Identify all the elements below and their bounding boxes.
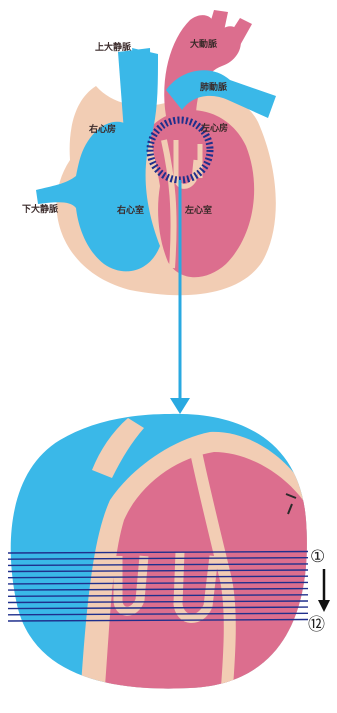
superior-vena-cava: [118, 48, 152, 132]
marker-first: ①: [310, 547, 325, 567]
marker-last: ⑫: [308, 615, 325, 635]
label-left-atrium: 左心房: [200, 122, 228, 134]
label-right-ventricle: 右心室: [116, 204, 144, 216]
label-superior-vena-cava: 上大静脈: [95, 41, 131, 53]
zoom-arrow-head: [170, 398, 190, 414]
heart-illustration: [36, 10, 276, 295]
order-arrow-head: [318, 600, 330, 612]
label-right-atrium: 右心房: [88, 123, 116, 135]
label-inferior-vena-cava: 下大静脈: [22, 203, 58, 215]
label-left-ventricle: 左心室: [184, 204, 212, 216]
magnified-view: [0, 400, 337, 700]
label-pulmonary-artery: 肺動脈: [200, 81, 227, 93]
label-aorta: 大動脈: [190, 38, 217, 50]
